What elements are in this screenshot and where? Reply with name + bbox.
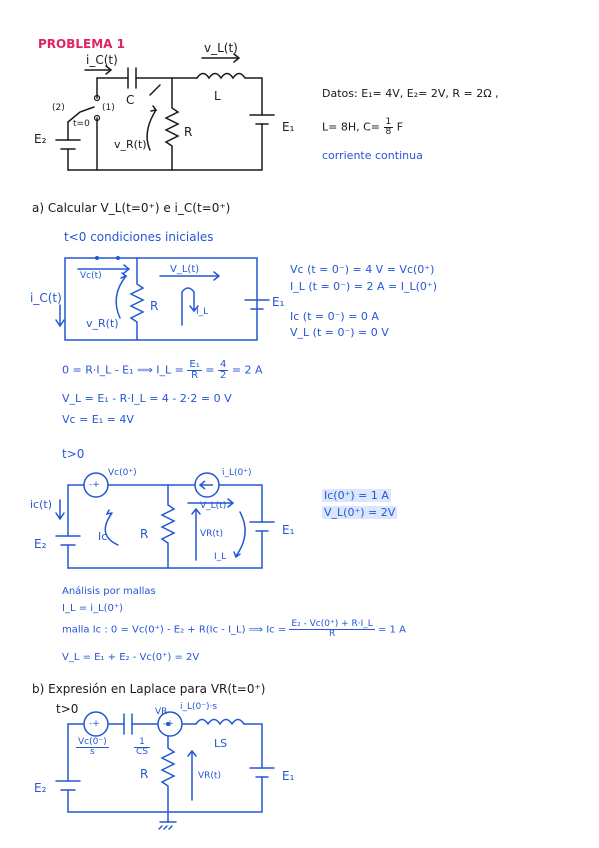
c3-label-R: R [140, 527, 149, 541]
c3-label-ic: ic(t) [30, 498, 52, 511]
eq-vl: V_L (t = 0⁻) = 0 V [290, 326, 389, 339]
subheading-t-less-0: t<0 condiciones iniciales [64, 230, 214, 244]
c4-label-vr-node: VR [155, 707, 168, 717]
eq-il: I_L (t = 0⁻) = 2 A = I_L(0⁺) [290, 280, 437, 293]
circuit-t-greater-0 [55, 484, 275, 569]
c4-label-vr: VR(t) [198, 771, 221, 781]
c3-label-E1: E₁ [282, 523, 295, 537]
c4-label-R: R [140, 767, 149, 781]
voltage-source-vc-laplace [83, 711, 109, 737]
c4-label-E2: E₂ [34, 781, 47, 795]
heading-b: b) Expresión en Laplace para VR(t=0⁺) [32, 682, 266, 696]
c3-label-vr: VR(t) [200, 529, 223, 539]
c3-label-E2: E₂ [34, 537, 47, 551]
c3-label-Ic-mesh: Ic [98, 530, 108, 543]
mallas-vl: V_L = E₁ + E₂ - Vc(0⁺) = 2V [62, 652, 200, 663]
c2-label-vl: V_L(t) [170, 264, 200, 275]
c4-minus-plus-2: -+ [163, 719, 174, 729]
c3-label-il: I_L [214, 552, 227, 562]
result-ic0: Ic(0⁺) = 1 A [322, 489, 391, 502]
mallas-eq: malla Ic : 0 = Vc(0⁺) - E₂ + R(Ic - I_L)… [62, 619, 406, 639]
switch-contact [93, 114, 101, 122]
label-t0: t=0 [73, 119, 90, 129]
c2-label-vr: v_R(t) [86, 317, 119, 330]
circuit-t-less-0 [55, 257, 270, 341]
node-dot [116, 256, 120, 260]
eq-row3: Vc = E₁ = 4V [62, 413, 134, 426]
label-vl: v_L(t) [204, 41, 238, 55]
c2-label-il: I_L [196, 307, 209, 317]
c2-label-E1: E₁ [272, 295, 285, 309]
c2-label-ic: i_C(t) [30, 291, 62, 305]
mallas-title: Análisis por mallas [62, 586, 156, 597]
c2-label-R: R [150, 299, 159, 313]
voltage-source-vc [83, 472, 109, 498]
subheading-t-greater-0: t>0 [62, 447, 85, 461]
datos-line3: corriente continua [322, 149, 423, 162]
heading-a: a) Calcular V_L(t=0⁺) e i_C(t=0⁺) [32, 201, 231, 215]
label-vr: v_R(t) [114, 138, 147, 151]
circuit-original [55, 53, 275, 171]
label-E1: E₁ [282, 120, 295, 134]
label-switch-1: (1) [102, 103, 115, 113]
c4-label-il: i_L(0⁻)·s [180, 702, 218, 712]
node-dot [166, 722, 170, 726]
label-C: C [126, 93, 135, 107]
node-dot [95, 256, 99, 260]
eq-vc: Vc (t = 0⁻) = 4 V = Vc(0⁺) [290, 263, 435, 276]
subheading-b: t>0 [56, 702, 79, 716]
c3-label-vc0: Vc(0⁺) [108, 468, 137, 478]
label-switch-2: (2) [52, 103, 65, 113]
eq-row2: V_L = E₁ - R·I_L = 4 - 2·2 = 0 V [62, 392, 232, 405]
datos-line1: Datos: E₁= 4V, E₂= 2V, R = 2Ω , [322, 87, 499, 100]
mallas-il: I_L = i_L(0⁺) [62, 603, 124, 614]
label-E2: E₂ [34, 132, 47, 146]
arrow-left-icon [198, 480, 213, 490]
c2-label-vc: Vc(t) [80, 271, 102, 281]
label-ic: i_C(t) [86, 53, 118, 67]
circuit-laplace [55, 713, 275, 830]
c3-label-vl: V_L(t) [200, 501, 227, 511]
c3-minus-plus: -+ [89, 480, 100, 490]
switch-contact [93, 94, 101, 102]
c4-label-ls: LS [214, 737, 228, 750]
page-title: PROBLEMA 1 [38, 37, 125, 51]
result-vl0: V_L(0⁺) = 2V [322, 506, 398, 519]
label-L: L [214, 89, 221, 103]
label-R: R [184, 125, 193, 139]
c4-label-vcs: Vc(0⁻)s [76, 737, 109, 757]
c3-label-il0: i_L(0⁺) [222, 468, 252, 478]
eq-ic: Ic (t = 0⁻) = 0 A [290, 310, 379, 323]
c4-minus-plus: -+ [89, 719, 100, 729]
c4-label-E1: E₁ [282, 769, 295, 783]
